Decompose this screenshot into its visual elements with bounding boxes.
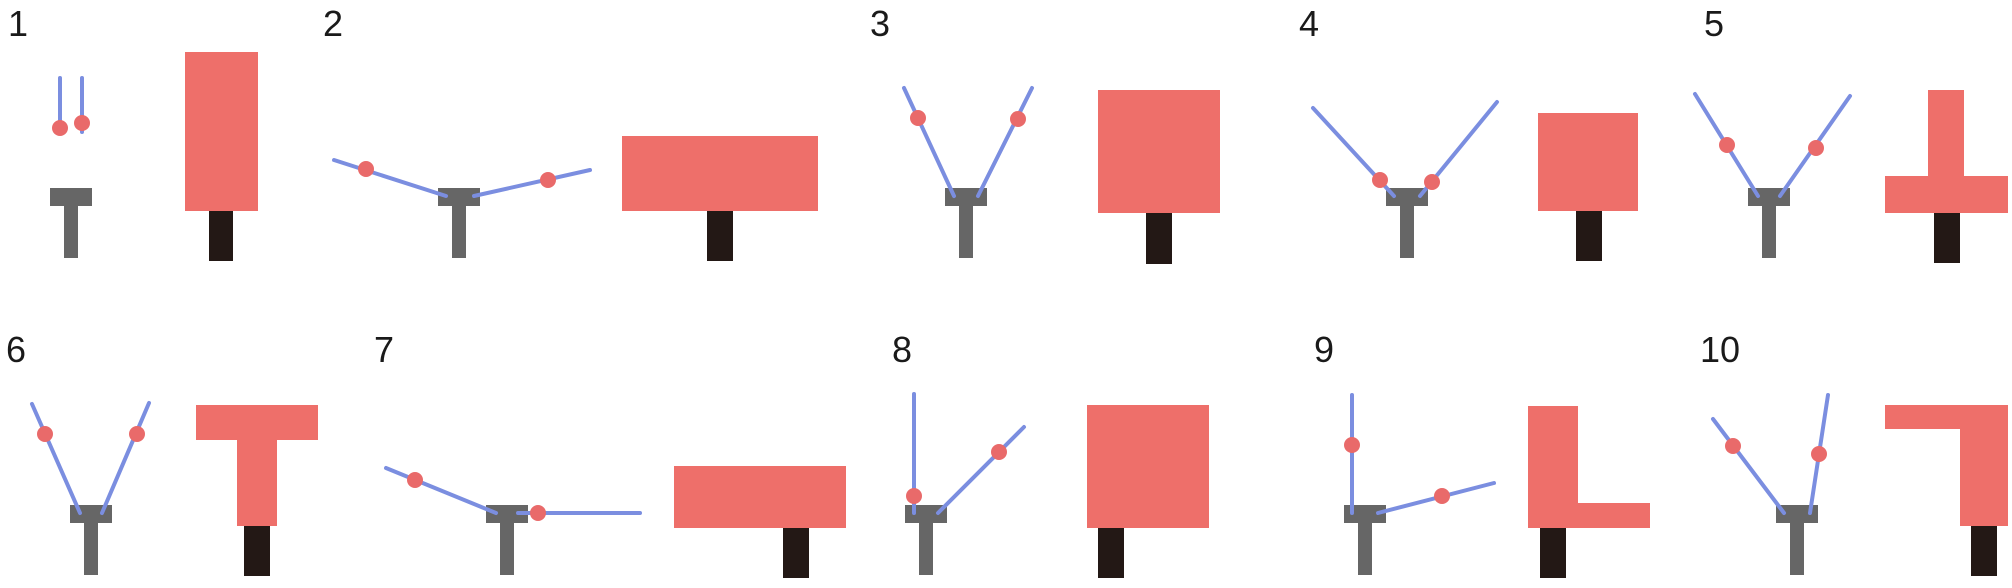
finger-joint [1725, 438, 1741, 454]
gripper-crossbar [945, 188, 987, 206]
panel-number: 2 [323, 3, 343, 44]
shape-stem [1098, 528, 1124, 578]
finger-arm [384, 466, 498, 515]
finger-joint [1808, 140, 1824, 156]
gripper-post [452, 204, 466, 258]
shape-stem [209, 211, 233, 261]
panel-number: 8 [892, 329, 912, 370]
gripper-crossbar [1748, 188, 1790, 206]
finger-joint [1811, 446, 1827, 462]
configuration-panel: 2 [323, 3, 818, 261]
gripper-crossbar [438, 188, 480, 206]
panel-number: 10 [1700, 329, 1740, 370]
shape-stem [707, 211, 733, 261]
gripper-post [1790, 521, 1804, 575]
configuration-panel: 1 [8, 3, 258, 261]
finger-joint [358, 161, 374, 177]
finger-joint [37, 426, 53, 442]
gripper-post [500, 521, 514, 575]
finger-joint [540, 172, 556, 188]
configuration-panel: 3 [870, 3, 1220, 264]
shape-stem [1146, 213, 1172, 264]
panel-number: 4 [1299, 3, 1319, 44]
grasped-shape [1087, 405, 1209, 528]
configuration-panel: 7 [374, 329, 846, 578]
finger-arm [30, 402, 82, 515]
shape-stem [1934, 213, 1960, 263]
finger-joint [1372, 172, 1388, 188]
panel-number: 9 [1314, 329, 1334, 370]
configuration-panel: 9 [1314, 329, 1650, 578]
grasped-shape [674, 466, 846, 528]
grasped-shape [196, 405, 318, 526]
gripper-post [1400, 204, 1414, 258]
gripper-post [84, 521, 98, 575]
finger-joint [1344, 437, 1360, 453]
finger-joint [1424, 174, 1440, 190]
gripper-post [1358, 521, 1372, 575]
finger-arm [902, 86, 956, 198]
finger-arm [472, 168, 592, 198]
configuration-panel: 5 [1693, 3, 2008, 263]
configuration-panel: 6 [6, 329, 318, 576]
panel-number: 3 [870, 3, 890, 44]
panel-number: 7 [374, 329, 394, 370]
finger-joint [52, 120, 68, 136]
shape-stem [783, 528, 809, 578]
finger-joint [74, 115, 90, 131]
gripper-crossbar [486, 505, 528, 523]
grasped-shape [1528, 406, 1650, 528]
finger-arm [936, 425, 1026, 515]
panel-number: 6 [6, 329, 26, 370]
gripper-post [959, 204, 973, 258]
shape-stem [244, 526, 270, 576]
configuration-panel: 4 [1299, 3, 1638, 261]
gripper-crossbar [1776, 505, 1818, 523]
grasped-shape [1885, 90, 2008, 213]
finger-joint [530, 505, 546, 521]
shape-stem [1971, 526, 1997, 576]
configuration-panel: 8 [892, 329, 1209, 578]
finger-arm [976, 86, 1034, 198]
gripper-crossbar [1344, 505, 1386, 523]
grasped-shape [1538, 113, 1638, 211]
finger-joint [1719, 137, 1735, 153]
grasped-shape [185, 52, 258, 211]
grasped-shape [1885, 405, 2008, 526]
finger-arm [100, 401, 151, 515]
grasped-shape [622, 136, 818, 211]
finger-joint [1010, 111, 1026, 127]
configuration-panel: 10 [1700, 329, 2008, 576]
panel-number: 5 [1704, 3, 1724, 44]
gripper-crossbar [1386, 188, 1428, 206]
finger-joint [407, 472, 423, 488]
gripper-post [1762, 204, 1776, 258]
finger-joint [129, 426, 145, 442]
shape-stem [1540, 528, 1566, 578]
grasped-shape [1098, 90, 1220, 213]
shape-stem [1576, 211, 1602, 261]
gripper-crossbar [50, 188, 92, 206]
finger-joint [910, 110, 926, 126]
finger-joint [1434, 488, 1450, 504]
finger-arm [332, 158, 448, 198]
finger-joint [906, 488, 922, 504]
panel-number: 1 [8, 3, 28, 44]
gripper-post [919, 521, 933, 575]
finger-arm [1711, 417, 1786, 515]
gripper-post [64, 204, 78, 258]
finger-joint [991, 444, 1007, 460]
